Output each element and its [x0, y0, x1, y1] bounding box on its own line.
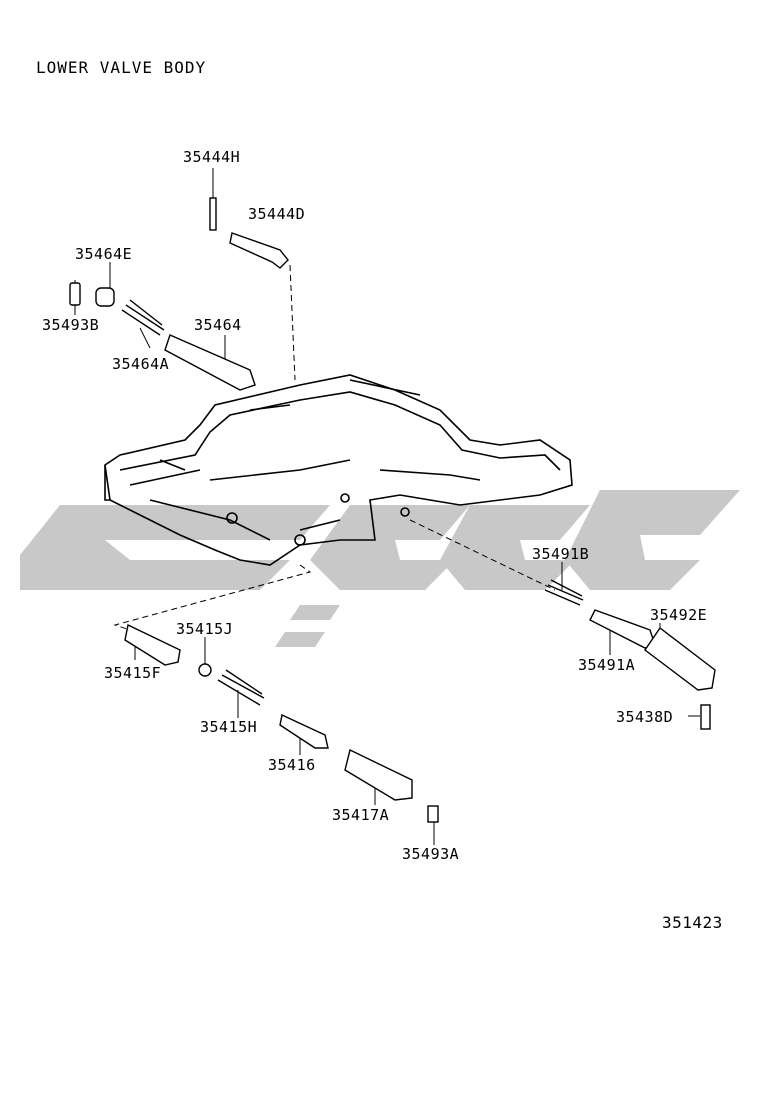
part-label-35464a[interactable]: 35464A [112, 355, 170, 373]
part-label-35492e[interactable]: 35492E [650, 606, 708, 624]
spring-35491b [544, 579, 584, 606]
valve-35491a [589, 609, 656, 649]
part-label-35464[interactable]: 35464 [194, 316, 242, 334]
part-label-35438d[interactable]: 35438D [616, 708, 674, 726]
pin-35438d [700, 704, 711, 730]
part-label-35444h[interactable]: 35444H [183, 148, 241, 166]
diagram-title: LOWER VALVE BODY [36, 58, 207, 77]
valve-35415f [124, 623, 181, 666]
diagram-code: 351423 [662, 913, 723, 932]
valve-body-plate [104, 374, 573, 566]
part-label-35491b[interactable]: 35491B [532, 545, 590, 563]
sleeve-35417a [344, 748, 413, 801]
part-label-35416[interactable]: 35416 [268, 756, 316, 774]
part-label-35464e[interactable]: 35464E [75, 245, 133, 263]
valve-35464 [164, 334, 256, 391]
pin-35493b [69, 282, 81, 306]
pin-35493a [427, 805, 439, 823]
part-label-35415f[interactable]: 35415F [104, 664, 162, 682]
pin-35444h [209, 197, 217, 231]
part-label-35493a[interactable]: 35493A [402, 845, 460, 863]
valve-35416 [279, 713, 329, 749]
part-label-35493b[interactable]: 35493B [42, 316, 100, 334]
part-label-35415j[interactable]: 35415J [176, 620, 234, 638]
spring-35464a [121, 299, 165, 336]
part-label-35491a[interactable]: 35491A [578, 656, 636, 674]
ring-35415j [198, 663, 212, 677]
spring-35415h [217, 669, 265, 706]
part-label-35417a[interactable]: 35417A [332, 806, 390, 824]
plug-35464e [95, 287, 115, 307]
part-label-35415h[interactable]: 35415H [200, 718, 258, 736]
parts-shapes [69, 197, 716, 823]
leader-dashes [113, 264, 556, 631]
sleeve-35492e [644, 626, 716, 691]
part-label-35444d[interactable]: 35444D [248, 205, 306, 223]
valve-35444d [229, 232, 289, 269]
watermark-logo [20, 490, 740, 647]
